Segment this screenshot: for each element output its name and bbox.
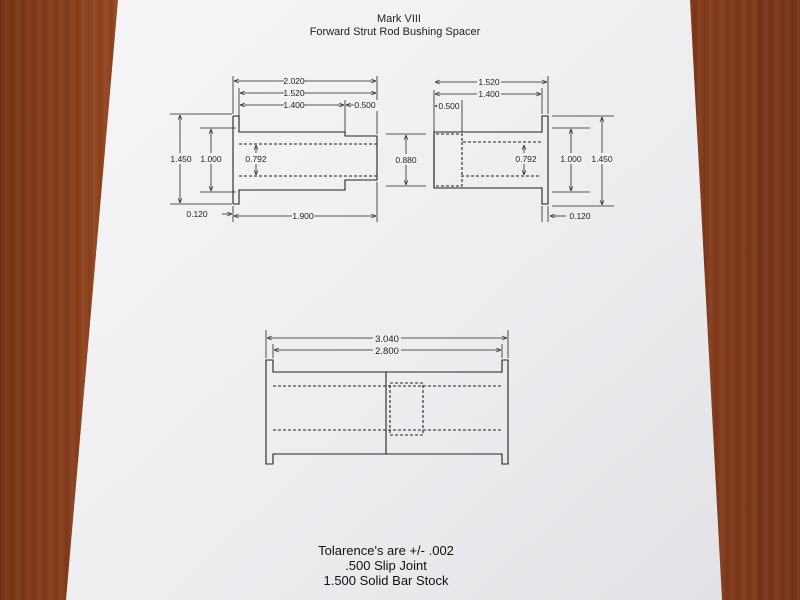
right-dim-step: 0.500 (438, 101, 460, 111)
left-part-drawing (170, 76, 378, 222)
left-dim-bore: 0.792 (245, 154, 267, 164)
left-dim-body-b: 1.400 (283, 100, 305, 110)
note-bar-stock: 1.500 Solid Bar Stock (323, 573, 449, 588)
note-tolerance: Tolarence's are +/- .002 (318, 543, 454, 558)
left-dim-length: 1.900 (292, 211, 314, 221)
assembly-dim-overall: 3.040 (375, 334, 399, 345)
left-dim-step: 0.500 (354, 100, 376, 110)
middle-dim-height: 0.880 (395, 155, 417, 165)
right-dim-overall-b: 1.400 (478, 89, 500, 99)
left-dim-height-outer: 1.450 (170, 154, 192, 164)
right-dim-bore: 0.792 (515, 154, 537, 164)
left-dim-overall: 2.020 (283, 76, 305, 86)
right-dim-flange: 0.120 (569, 211, 591, 221)
left-dim-flange: 0.120 (186, 209, 208, 219)
left-dim-body-a: 1.520 (283, 88, 305, 98)
note-slip-joint: .500 Slip Joint (345, 558, 427, 573)
drawing-subtitle: Forward Strut Rod Bushing Spacer (310, 26, 481, 38)
right-dim-height-inner: 1.000 (560, 154, 582, 164)
paper-sheet (66, 0, 722, 600)
right-dim-height-outer: 1.450 (591, 154, 613, 164)
right-dim-overall-a: 1.520 (478, 77, 500, 87)
assembly-dim-inner: 2.800 (375, 346, 399, 357)
drawing-title: Mark VIII (377, 13, 421, 25)
left-dim-height-inner: 1.000 (200, 154, 222, 164)
